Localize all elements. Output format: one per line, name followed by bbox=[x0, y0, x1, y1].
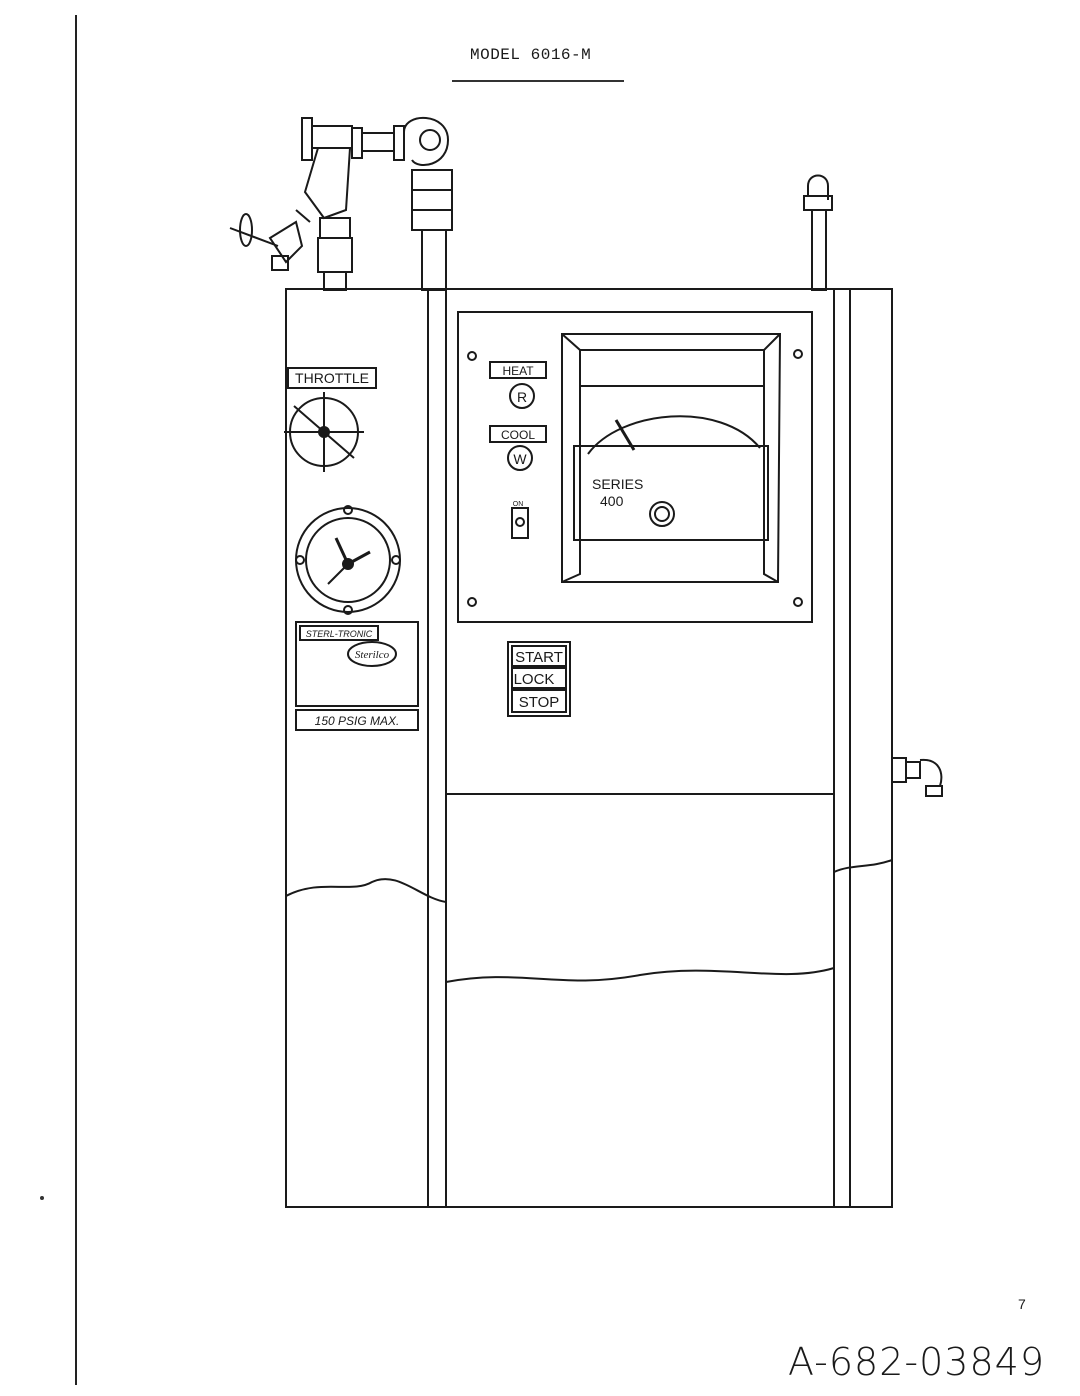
heat-indicator-light: R bbox=[517, 389, 527, 405]
page-number: 7 bbox=[1018, 1296, 1026, 1312]
vent-pipe-elbow bbox=[803, 174, 833, 291]
pressure-rating: 150 PSIG MAX. bbox=[315, 714, 400, 728]
stop-label: STOP bbox=[519, 694, 560, 711]
lock-label: LOCK bbox=[514, 671, 555, 688]
cabinet bbox=[285, 288, 893, 1208]
title-underline bbox=[452, 80, 624, 82]
throttle-handwheel bbox=[284, 367, 377, 472]
heat-label: HEAT bbox=[502, 364, 534, 378]
cool-label: COOL bbox=[501, 428, 535, 442]
nameplate bbox=[295, 621, 419, 731]
page-title: MODEL 6016-M bbox=[470, 46, 592, 64]
pressure-gauge bbox=[295, 505, 401, 615]
control-panel bbox=[457, 311, 813, 623]
recorder-series-label: SERIES bbox=[592, 476, 643, 492]
temperature-recorder bbox=[561, 333, 782, 583]
cool-indicator-light: W bbox=[513, 451, 527, 467]
margin-line bbox=[75, 15, 77, 1385]
throttle-label: THROTTLE bbox=[295, 370, 369, 386]
stray-mark bbox=[40, 1196, 44, 1200]
nameplate-top: STERL-TRONIC bbox=[306, 629, 373, 639]
steam-valve-assembly bbox=[229, 117, 453, 291]
recorder-model-number: 400 bbox=[600, 493, 624, 509]
start-stop-switch-box bbox=[507, 641, 571, 717]
switch-label: ON bbox=[513, 501, 524, 508]
start-label: START bbox=[515, 649, 563, 666]
drain-elbow bbox=[891, 757, 943, 797]
document-code: A-682-03849 bbox=[788, 1340, 1045, 1384]
nameplate-logo: Sterilco bbox=[355, 649, 390, 661]
